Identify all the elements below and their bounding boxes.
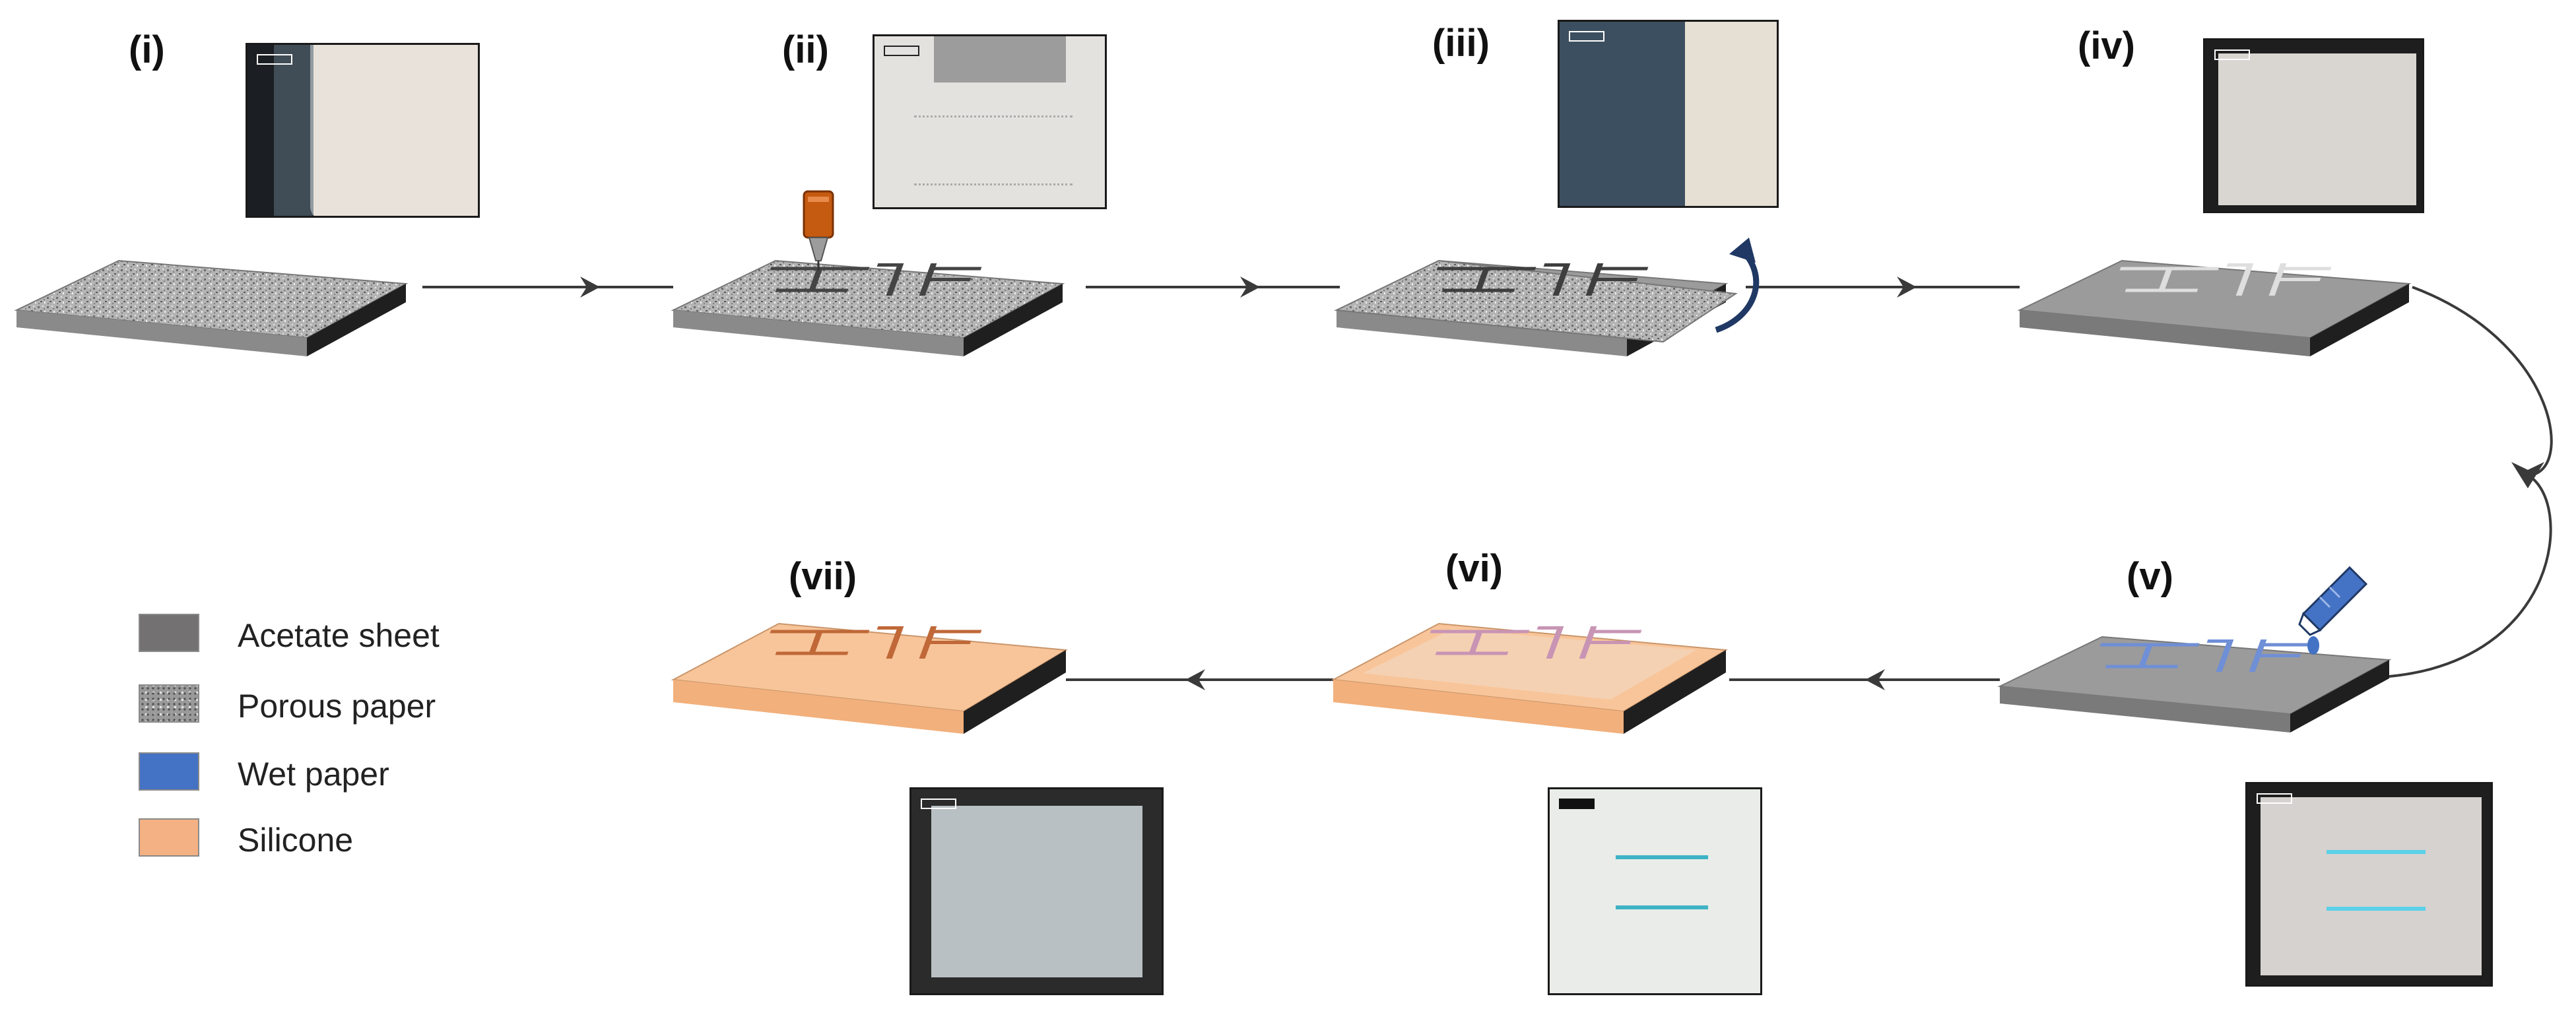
step-label-iv: (iv) [2078, 24, 2135, 67]
step-i-sheet [14, 259, 409, 356]
scale-bar-icon [1569, 31, 1604, 42]
photo-vi-channels [1616, 855, 1708, 909]
legend-label-porous-paper: Porous paper [238, 688, 436, 725]
scale-bar-icon [2214, 49, 2250, 60]
step-label-iii: (iii) [1432, 22, 1490, 65]
photo-vii-device [931, 806, 1142, 977]
photo-i-paper [310, 45, 478, 216]
pipette-icon [2298, 566, 2368, 655]
scale-bar-icon [921, 799, 956, 809]
scale-bar-icon [1559, 799, 1595, 809]
photo-step-i [246, 43, 480, 218]
step-vii-sheet [671, 622, 1069, 734]
photo-ii-cutter-head [934, 36, 1066, 82]
photo-i-sheet-edge [274, 45, 314, 216]
legend-swatch-acetate [139, 614, 199, 652]
step-label-vi: (vi) [1445, 547, 1503, 590]
photo-step-iv [2203, 38, 2424, 213]
step-vi-sheet [1331, 622, 1729, 734]
photo-ii-cut-pattern [914, 115, 1073, 185]
legend-label-silicone: Silicone [238, 822, 354, 859]
step-iv-sheet [2017, 259, 2412, 356]
photo-step-vi [1548, 787, 1762, 995]
legend-label-wet-paper: Wet paper [238, 756, 389, 793]
step-label-vii: (vii) [789, 555, 857, 598]
scale-bar-icon [257, 54, 292, 65]
step-label-v: (v) [2127, 555, 2173, 598]
peel-arrow-head-icon [1729, 238, 1756, 263]
legend-label-acetate: Acetate sheet [238, 617, 440, 654]
legend-swatch-wet-paper [139, 752, 199, 791]
photo-step-v [2245, 782, 2493, 987]
step-label-ii: (ii) [782, 28, 829, 71]
photo-v-sheet [2261, 797, 2482, 975]
step-label-i: (i) [129, 28, 165, 71]
curve-arrow-head-icon [2511, 462, 2544, 488]
step-v-sheet [1997, 636, 2392, 733]
photo-step-vii [909, 787, 1164, 995]
step-ii-sheet [671, 259, 1065, 356]
cutter-tool-icon [803, 190, 834, 271]
legend-swatch-porous-paper [139, 684, 199, 723]
scale-bar-icon [884, 46, 919, 56]
photo-v-wet-channels [2327, 850, 2426, 911]
step-iii-sheet [1334, 259, 1738, 356]
photo-iv-sheet [2218, 53, 2416, 205]
photo-step-ii [873, 34, 1107, 209]
scale-bar-icon [2257, 793, 2292, 804]
photo-step-iii [1558, 20, 1779, 208]
process-arrows [422, 277, 2553, 690]
photo-iii-peeled-paper [1685, 22, 1777, 206]
legend-swatch-silicone [139, 818, 199, 857]
